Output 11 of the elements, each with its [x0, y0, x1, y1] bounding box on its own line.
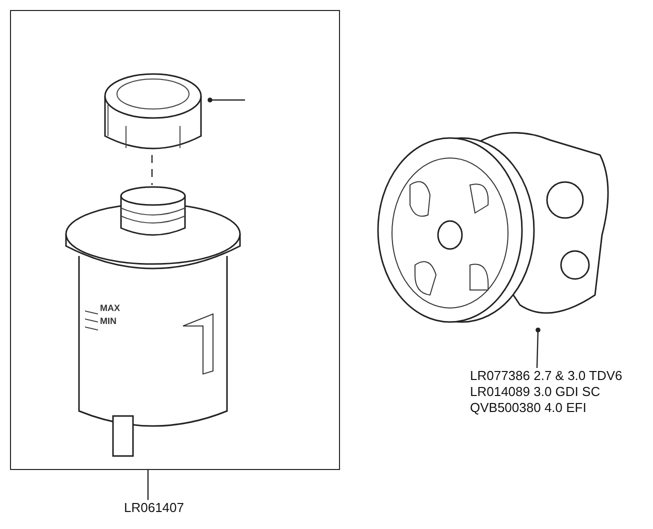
level-mark-text: MIN [100, 316, 116, 326]
part-number-text: QVB500380 4.0 EFI [470, 400, 586, 416]
part-number-text: LR077386 2.7 & 3.0 TDV6 [470, 368, 622, 384]
leader-line [536, 328, 540, 368]
part-number-text: LR014089 3.0 GDI SC [470, 384, 600, 400]
leader-line [208, 98, 245, 102]
kit-frame [10, 10, 340, 470]
leader-line [147, 470, 149, 500]
level-mark-text: MAX [100, 303, 120, 313]
alignment-line [151, 155, 153, 185]
part-number-text: LR061407 [124, 500, 184, 516]
